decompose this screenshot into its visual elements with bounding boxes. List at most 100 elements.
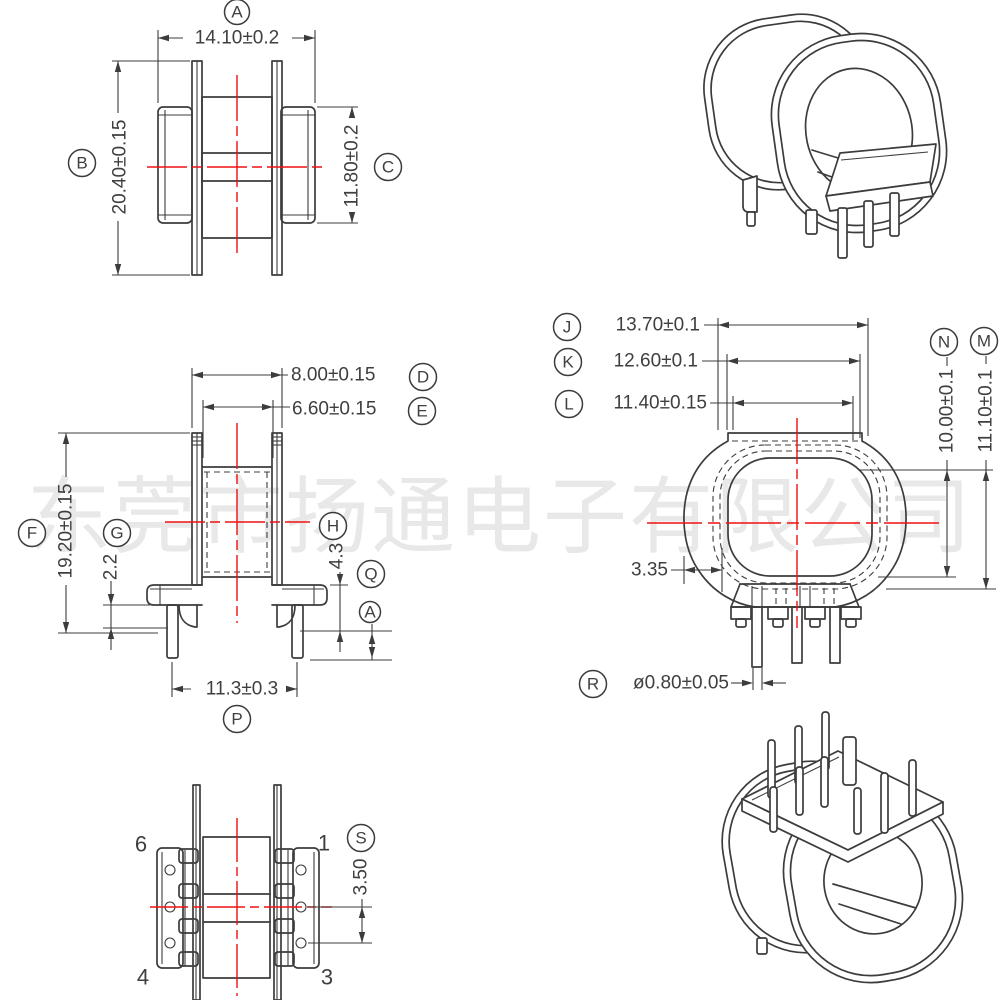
dim-K: 12.60±0.1 K: [553, 347, 861, 438]
balloon-M: [969, 326, 999, 356]
isometric-view-top: [703, 13, 948, 259]
dim-M: 11.10±0.1 M: [886, 326, 999, 590]
dim-E-value: 6.60±0.15: [292, 399, 376, 420]
dim-B: 20.40±0.15 B: [67, 60, 190, 276]
pin: [791, 606, 803, 664]
balloon-F: [17, 518, 47, 548]
right-pin-plate: [292, 847, 320, 969]
pin-number-1: 1: [318, 831, 330, 856]
dim-D: 8.00±0.15 D: [191, 362, 438, 428]
dim-C: 11.80±0.2 C: [317, 106, 403, 224]
side-view: 8.00±0.15 D 6.60±0.15 E 19.20±0.15 F: [17, 362, 438, 734]
pin: [863, 200, 874, 248]
dim-F-value: 19.20±0.15: [56, 484, 77, 579]
dim-P: 11.3±0.3 P: [171, 662, 298, 734]
balloon-C: [373, 152, 403, 182]
dim-M-value: 11.10±0.1: [976, 370, 997, 453]
dim-R-value: ø0.80±0.05: [633, 673, 729, 694]
pin-number-3: 3: [321, 965, 333, 990]
bottom-view: 6 1 4 3 3.50 S: [135, 784, 376, 1000]
pin: [166, 604, 179, 659]
dim-H-value: 4.3: [327, 543, 348, 569]
pin-bosses-bottom: [178, 848, 295, 967]
svg-text:C: C: [382, 158, 394, 177]
balloon-B: [67, 148, 97, 178]
svg-text:N: N: [938, 333, 950, 352]
dim-G: 2.2 G: [101, 518, 168, 650]
pins-up: [767, 711, 917, 835]
svg-text:B: B: [76, 154, 87, 173]
balloon-S: [346, 823, 376, 853]
dim-P-value: 11.3±0.3: [206, 679, 278, 700]
dim-E: 6.60±0.15 E: [202, 396, 437, 458]
dim-K-value: 12.60±0.1: [614, 351, 698, 372]
svg-text:G: G: [110, 524, 123, 543]
dim-L: 11.40±0.15 L: [554, 389, 854, 440]
dim-H: 4.3 H: [300, 511, 392, 652]
balloon-G: [102, 518, 132, 548]
balloon-H: [318, 511, 348, 541]
pin-number-6: 6: [135, 832, 147, 857]
svg-text:S: S: [355, 829, 366, 848]
pin: [889, 192, 900, 237]
dim-wall: 3.35: [631, 548, 723, 592]
balloon-J: [552, 312, 582, 342]
right-wing: [271, 584, 328, 606]
dim-N-value: 10.00±0.1: [937, 369, 958, 453]
svg-text:F: F: [27, 524, 37, 543]
dim-J-value: 13.70±0.1: [616, 315, 700, 336]
svg-text:H: H: [327, 517, 339, 536]
svg-text:K: K: [562, 353, 574, 372]
svg-text:A: A: [364, 603, 376, 622]
dim-B-value: 20.40±0.15: [110, 120, 131, 215]
balloon-N: [929, 327, 959, 357]
front-right-tab: [280, 106, 316, 224]
left-wing: [146, 584, 203, 606]
svg-text:L: L: [564, 395, 573, 414]
svg-text:Q: Q: [364, 565, 377, 584]
balloon-P: [222, 704, 252, 734]
balloon-Q: [356, 559, 386, 589]
dim-wall-value: 3.35: [631, 560, 668, 581]
svg-text:J: J: [563, 318, 572, 337]
svg-text:E: E: [416, 402, 427, 421]
dim-J: 13.70±0.1 J: [552, 312, 869, 436]
pin-bosses: [730, 606, 862, 628]
balloon-A: [223, 0, 251, 26]
dim-S: 3.50 S: [308, 823, 376, 944]
balloon-D: [408, 362, 438, 392]
svg-text:P: P: [231, 710, 242, 729]
balloon-R: [578, 669, 608, 699]
dim-R: ø0.80±0.05 R: [578, 668, 786, 699]
svg-text:M: M: [977, 332, 991, 351]
dim-A2: A: [310, 600, 392, 661]
pin: [751, 606, 763, 668]
dim-F: 19.20±0.15 F: [17, 432, 190, 634]
svg-text:A: A: [231, 3, 243, 22]
isometric-view-bottom: [721, 711, 964, 984]
top-view: 13.70±0.1 J 12.60±0.1 K 11.40±0.15 L: [552, 312, 999, 699]
pin-header: [730, 583, 860, 608]
dim-C-value: 11.80±0.2: [342, 125, 363, 208]
dim-D-value: 8.00±0.15: [291, 365, 375, 386]
dim-A-value: 14.10±0.2: [195, 28, 279, 49]
left-pin-plate: [156, 847, 184, 969]
dim-S-value: 3.50: [351, 859, 372, 896]
front-view: 14.10±0.2 A 20.40±0.15 B 11.80±0.2: [67, 0, 403, 276]
dim-G-value: 2.2: [101, 554, 122, 580]
company-watermark: 东莞市扬通电子有限公司: [27, 468, 973, 566]
dim-A: 14.10±0.2 A: [157, 0, 316, 103]
dim-L-value: 11.40±0.15: [613, 393, 707, 414]
balloon-A2: [358, 600, 382, 624]
top-hole: [727, 457, 873, 577]
pin: [829, 606, 841, 664]
dim-N: 10.00±0.1 N: [858, 327, 993, 578]
svg-text:D: D: [417, 368, 429, 387]
svg-text:R: R: [587, 675, 599, 694]
balloon-K: [553, 347, 583, 377]
balloon-E: [407, 396, 437, 426]
front-left-tab: [157, 106, 193, 224]
pin: [837, 207, 848, 259]
